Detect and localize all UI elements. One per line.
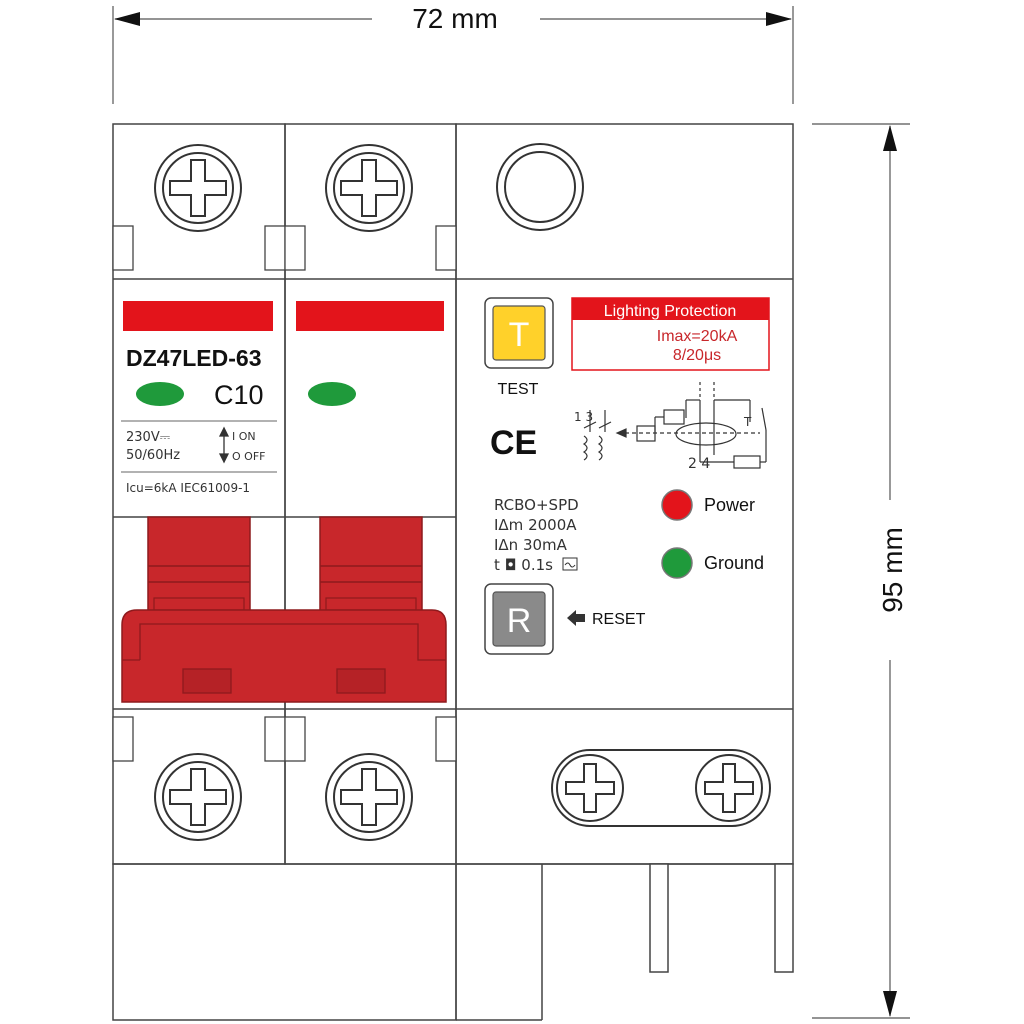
waveform-label: 8/20μs xyxy=(673,347,721,364)
reset-button[interactable]: R xyxy=(484,583,554,655)
spec-line-2: IΔm 2000A xyxy=(494,516,577,534)
screw-cross-icon xyxy=(704,763,754,813)
schematic-top-terminals: 1 3 xyxy=(574,410,593,424)
standard-label: Icu=6kA IEC61009-1 xyxy=(126,481,250,495)
width-label: 72 mm xyxy=(412,3,498,34)
bottom-terminal-middle xyxy=(325,753,413,841)
ground-indicator xyxy=(661,547,693,579)
status-indicator-left xyxy=(136,382,184,406)
off-label: O OFF xyxy=(232,450,265,463)
height-arrow-top xyxy=(883,125,897,151)
model-label: DZ47LED-63 xyxy=(126,345,261,371)
reset-button-letter: R xyxy=(507,602,532,640)
power-label: Power xyxy=(704,495,755,515)
screw-cross-icon xyxy=(340,159,398,217)
reset-arrow-icon xyxy=(567,610,585,626)
screw-cross-icon xyxy=(340,768,398,826)
screw-cross-icon xyxy=(169,159,227,217)
height-dimension xyxy=(812,123,910,1019)
power-indicator xyxy=(661,489,693,521)
top-terminal-middle xyxy=(325,144,413,232)
width-arrow-left xyxy=(114,12,140,26)
spec-line-4: t ◘ 0.1s xyxy=(494,556,553,574)
schematic-bottom-terminals: 2 4 xyxy=(688,456,710,472)
imax-label: Imax=20kA xyxy=(657,328,738,345)
test-button[interactable]: T xyxy=(484,297,554,369)
rating-label: C10 xyxy=(214,380,264,410)
height-arrow-bottom xyxy=(883,991,897,1017)
lighting-protection-box: Lighting Protection Imax=20kA 8/20μs xyxy=(571,297,770,371)
width-arrow-right xyxy=(766,12,792,26)
toggle-lever[interactable] xyxy=(121,516,447,703)
ground-label: Ground xyxy=(704,553,764,573)
spec-line-3: IΔn 30mA xyxy=(494,536,568,554)
frequency-label: 50/60Hz xyxy=(126,448,180,463)
schematic-test-label: T xyxy=(743,415,752,429)
width-dimension xyxy=(112,6,794,104)
on-label: I ON xyxy=(232,430,256,443)
red-bar-left xyxy=(123,301,273,331)
screw-cross-icon xyxy=(169,768,227,826)
circuit-schematic xyxy=(582,382,767,469)
voltage-label: 230V⎓ xyxy=(126,430,170,445)
top-port-right xyxy=(496,143,584,231)
reset-label: RESET xyxy=(592,611,646,628)
on-off-arrow-icon xyxy=(218,426,230,464)
lighting-protection-header: Lighting Protection xyxy=(604,303,737,320)
top-terminal-left xyxy=(154,144,242,232)
ac-symbol-icon xyxy=(562,557,578,571)
din-pins xyxy=(649,863,794,973)
screw-cross-icon xyxy=(565,763,615,813)
spec-line-1: RCBO+SPD xyxy=(494,496,579,514)
test-button-letter: T xyxy=(509,316,530,354)
red-bar-middle xyxy=(296,301,444,331)
test-label: TEST xyxy=(498,381,539,398)
height-label: 95 mm xyxy=(877,527,908,613)
bottom-terminal-pair-right xyxy=(551,749,771,827)
status-indicator-middle xyxy=(308,382,356,406)
ce-mark: CE xyxy=(490,424,537,462)
side-clips xyxy=(112,225,457,762)
bottom-terminal-left xyxy=(154,753,242,841)
